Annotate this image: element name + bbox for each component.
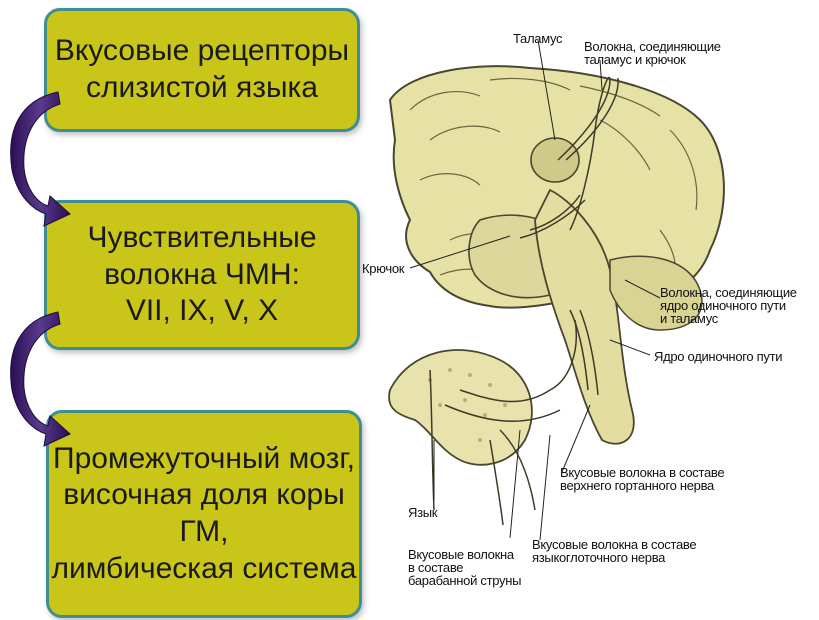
label-tongue: Язык: [408, 506, 437, 519]
label-fibers-thalamus-hook-line-2: таламус и крючок: [584, 53, 721, 66]
label-thalamus: Таламус: [513, 32, 562, 45]
label-fibers-nucleus-thalamus-line-3: и таламус: [660, 312, 797, 325]
label-solitary-nucleus: Ядро одиночного пути: [654, 350, 782, 363]
curved-arrow-icon: [11, 312, 70, 446]
box2-line-1: Чувствительные: [87, 220, 316, 257]
curved-arrow-icon: [11, 92, 70, 226]
flow-arrows: [0, 0, 120, 620]
box2-line-2: волокна ЧМН:: [87, 257, 316, 294]
label-superior-laryngeal-line-2: верхнего гортанного нерва: [560, 479, 724, 492]
label-superior-laryngeal-fibers: Вкусовые волокна в составе верхнего горт…: [560, 466, 724, 492]
label-hook: Крючок: [362, 262, 404, 275]
tongue-shape: [389, 350, 532, 465]
label-glossopharyngeal-fibers: Вкусовые волокна в составе языкоглоточно…: [532, 538, 696, 564]
label-chorda-tympani-fibers: Вкусовые волокна в составе барабанной ст…: [408, 548, 521, 587]
label-glossopharyngeal-line-2: языкоглоточного нерва: [532, 551, 696, 564]
label-fibers-nucleus-thalamus: Волокна, соединяющие ядро одиночного пут…: [660, 286, 797, 325]
label-fibers-thalamus-hook: Волокна, соединяющие таламус и крючок: [584, 40, 721, 66]
label-chorda-tympani-line-3: барабанной струны: [408, 574, 521, 587]
box2-line-3: VII, IX, V, X: [87, 293, 316, 330]
thalamus-shape: [531, 138, 579, 182]
